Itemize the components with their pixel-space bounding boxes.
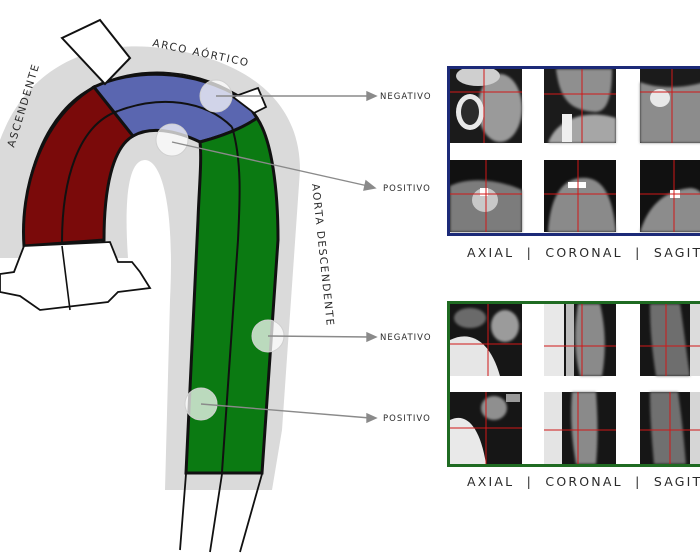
- ct-panel-lower: [448, 302, 700, 465]
- aortic-root-outline: [0, 241, 152, 311]
- callout-label-upper-positive: POSITIVO: [383, 184, 431, 194]
- ascending-inner-line: [61, 110, 119, 243]
- supra-aortic-branch: [60, 18, 132, 86]
- ct-tile-upper-sagittal-negative: [640, 69, 700, 143]
- ct-crosshairs-upper: [450, 69, 700, 232]
- callout-label-upper-negative: NEGATIVO: [380, 92, 432, 102]
- ct-panel-lower-border: [447, 301, 700, 467]
- descending-inner-line: [221, 126, 241, 473]
- ct-crosshairs-lower: [450, 304, 700, 464]
- descending-region-label: AORTA DESCENDENTE: [309, 183, 336, 327]
- ct-tile-upper-coronal-positive: [544, 160, 616, 232]
- ct-tile-upper-coronal-negative: [544, 69, 616, 143]
- ct-panel-upper: [448, 67, 700, 234]
- callout-label-lower-negative: NEGATIVO: [380, 333, 432, 343]
- outer-wall-line: [22, 71, 246, 247]
- marker-arch-positive: [155, 123, 189, 157]
- ct-panel-upper-border: [447, 66, 700, 236]
- view-label-lower: AXIAL | CORONAL | SAGITA: [467, 474, 700, 489]
- distal-aorta-tube: [179, 473, 263, 553]
- left-subclavian-stub: [231, 86, 268, 115]
- descending-aorta-segment: [184, 115, 280, 475]
- aortic-root-divider: [61, 245, 71, 311]
- ct-tile-lower-coronal-positive: [544, 392, 616, 464]
- ct-tile-lower-sagittal-negative: [640, 304, 700, 376]
- leader-arrows: [171, 90, 378, 424]
- callout-label-lower-positive: POSITIVO: [383, 414, 431, 424]
- ct-tile-upper-sagittal-positive: [640, 160, 700, 232]
- ct-tile-upper-axial-negative: [450, 67, 522, 143]
- ct-tile-lower-axial-negative: [450, 304, 522, 376]
- view-label-upper: AXIAL | CORONAL | SAGITA: [467, 245, 700, 260]
- ct-tile-lower-coronal-negative: [544, 304, 616, 376]
- arch-inner-line: [117, 101, 233, 128]
